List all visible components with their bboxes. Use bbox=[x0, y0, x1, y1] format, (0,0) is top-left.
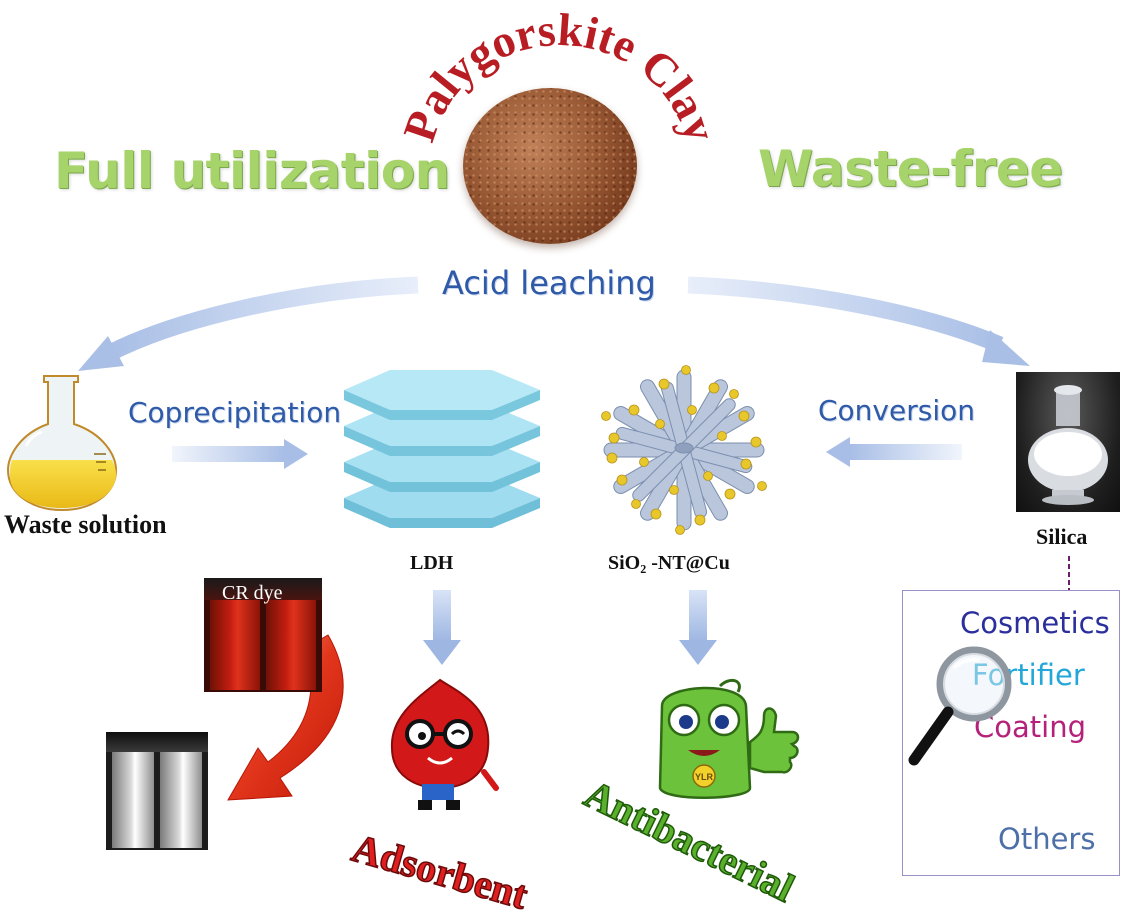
sio2-nanotube-icon bbox=[601, 365, 767, 535]
silica-label: Silica bbox=[1036, 524, 1088, 549]
silica-photo bbox=[1016, 372, 1120, 512]
clear-vial-left bbox=[112, 752, 154, 848]
acid-leaching-label: Acid leaching bbox=[442, 264, 656, 302]
coprecipitation-label: Coprecipitation bbox=[128, 396, 342, 429]
mascot-badge-text: YLR bbox=[695, 772, 714, 782]
title-arc: Palygorskite Clay bbox=[393, 3, 728, 148]
vial-left bbox=[210, 600, 260, 690]
adsorbent-mascot-icon bbox=[390, 678, 499, 810]
left-slogan: Full utilization bbox=[54, 142, 450, 200]
conversion-label: Conversion bbox=[818, 394, 975, 427]
ldh-layers-icon bbox=[344, 370, 540, 528]
ldh-layer-1 bbox=[344, 370, 540, 420]
silica-use-cosmetics: Cosmetics bbox=[960, 606, 1110, 640]
cr-dye-vials-photo: CR dye bbox=[204, 578, 322, 692]
coprecipitation-arrow bbox=[172, 439, 308, 469]
antibacterial-mascot-icon: YLR bbox=[658, 678, 800, 799]
acid-leaching-left-arrow bbox=[78, 276, 419, 371]
sio2-down-arrow bbox=[679, 590, 717, 665]
vial-right bbox=[266, 600, 316, 690]
clear-vial-caps bbox=[106, 732, 208, 752]
flask-icon bbox=[6, 375, 118, 512]
acid-leaching-right-arrow bbox=[687, 276, 1030, 366]
right-slogan: Waste-free bbox=[758, 140, 1063, 198]
vial-caps bbox=[204, 578, 322, 600]
sio2-nt-cu-label: SiO₂ -NT@Cu bbox=[608, 552, 730, 574]
clear-vial-right bbox=[160, 752, 202, 848]
waste-solution-label: Waste solution bbox=[4, 510, 167, 539]
clay-powder-image bbox=[463, 88, 637, 244]
conversion-arrow bbox=[826, 437, 962, 467]
silica-use-others: Others bbox=[998, 822, 1096, 856]
cr-dye-label: CR dye bbox=[222, 582, 283, 604]
clay-texture bbox=[463, 88, 637, 244]
ldh-down-arrow bbox=[423, 590, 461, 665]
ldh-label: LDH bbox=[410, 552, 454, 574]
silica-bottle-icon bbox=[1028, 385, 1108, 505]
silica-use-fortifier: Fortifier bbox=[972, 658, 1085, 692]
clear-vials-photo bbox=[106, 732, 208, 850]
magnifier-icon bbox=[908, 646, 1012, 766]
